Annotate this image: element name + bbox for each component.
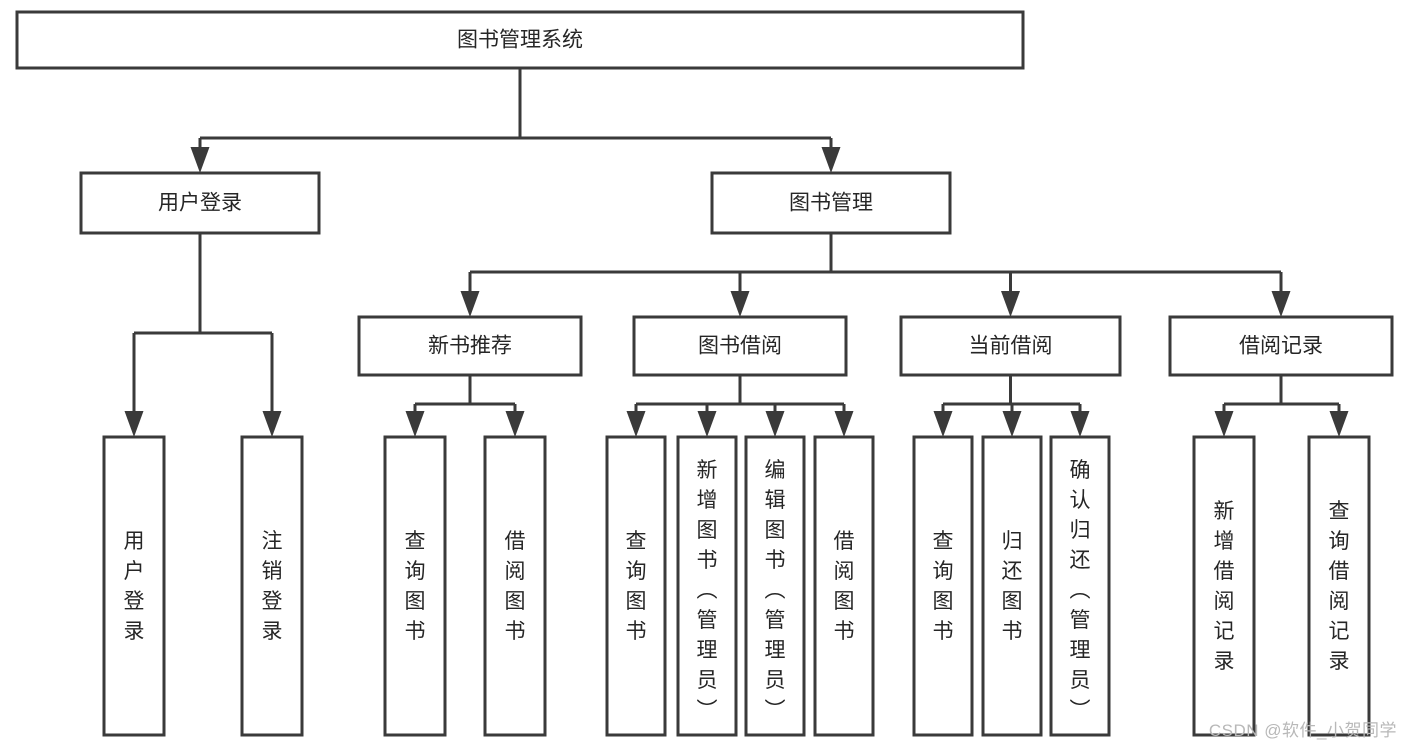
node-leaf-query-book-borrow[interactable]: 查询图书	[605, 435, 667, 737]
connector-group-user-login	[124, 233, 282, 437]
arrow-head-leaf-confirm-return-admin	[1070, 411, 1090, 437]
node-box-new-book-recommend	[357, 315, 583, 377]
arrow-head-leaf-query-book-borrow	[626, 411, 646, 437]
node-label-leaf-confirm-return-admin: 确认归还︵管理员︶	[1070, 459, 1091, 722]
arrow-head-leaf-query-book-recommend	[405, 411, 425, 437]
node-label-current-borrow: 当前借阅	[969, 335, 1053, 358]
node-box-leaf-add-book-admin	[676, 435, 738, 737]
arrow-head-leaf-add-book-admin	[697, 411, 717, 437]
connector-group-new-book-recommend	[405, 375, 525, 437]
node-label-leaf-edit-book-admin: 编辑图书︵管理员︶	[765, 459, 786, 722]
arrow-head-leaf-add-borrow-record	[1214, 411, 1234, 437]
node-leaf-edit-book-admin[interactable]: 编辑图书︵管理员︶	[744, 435, 806, 737]
connector-group-borrow-record	[1214, 375, 1349, 437]
node-leaf-add-borrow-record[interactable]: 新增借阅记录	[1192, 435, 1256, 737]
arrow-head-new-book-recommend	[460, 291, 480, 317]
node-root[interactable]: 图书管理系统	[15, 10, 1025, 70]
arrow-head-leaf-query-book-current	[933, 411, 953, 437]
node-box-leaf-user-login	[102, 435, 166, 737]
node-label-leaf-query-borrow-record: 查询借阅记录	[1329, 500, 1350, 673]
arrow-head-leaf-user-login	[124, 411, 144, 437]
node-box-leaf-user-logout	[240, 435, 304, 737]
node-leaf-user-login[interactable]: 用户登录	[102, 435, 166, 737]
arrow-head-leaf-query-borrow-record	[1329, 411, 1349, 437]
node-user-login[interactable]: 用户登录	[79, 171, 321, 235]
nodes-layer: 图书管理系统用户登录图书管理新书推荐图书借阅当前借阅借阅记录用户登录注销登录查询…	[15, 10, 1394, 737]
node-box-leaf-query-book-recommend	[383, 435, 447, 737]
node-label-leaf-return-book: 归还图书	[1002, 530, 1023, 643]
arrow-head-borrow-record	[1271, 291, 1291, 317]
connector-group-root	[190, 68, 841, 173]
node-label-leaf-user-login: 用户登录	[124, 530, 145, 643]
node-label-borrow-record: 借阅记录	[1239, 335, 1323, 358]
node-label-user-login: 用户登录	[158, 192, 242, 215]
node-box-user-login	[79, 171, 321, 235]
node-leaf-query-book-current[interactable]: 查询图书	[912, 435, 974, 737]
node-box-leaf-query-borrow-record	[1307, 435, 1371, 737]
node-leaf-borrow-book-borrow[interactable]: 借阅图书	[813, 435, 875, 737]
arrow-head-leaf-user-logout	[262, 411, 282, 437]
node-new-book-recommend[interactable]: 新书推荐	[357, 315, 583, 377]
node-label-leaf-query-book-current: 查询图书	[933, 530, 954, 643]
connector-group-book-manage	[460, 233, 1291, 317]
node-box-leaf-confirm-return-admin	[1049, 435, 1111, 737]
node-borrow-record[interactable]: 借阅记录	[1168, 315, 1394, 377]
node-box-leaf-borrow-book-recommend	[483, 435, 547, 737]
node-label-new-book-recommend: 新书推荐	[428, 335, 512, 358]
node-box-root	[15, 10, 1025, 70]
node-box-leaf-query-book-current	[912, 435, 974, 737]
node-label-book-manage: 图书管理	[789, 192, 873, 215]
node-box-leaf-return-book	[981, 435, 1043, 737]
arrow-head-leaf-borrow-book-borrow	[834, 411, 854, 437]
arrow-head-leaf-edit-book-admin	[765, 411, 785, 437]
node-leaf-query-book-recommend[interactable]: 查询图书	[383, 435, 447, 737]
node-leaf-add-book-admin[interactable]: 新增图书︵管理员︶	[676, 435, 738, 737]
arrow-head-user-login	[190, 147, 210, 173]
node-label-leaf-query-book-borrow: 查询图书	[626, 530, 647, 643]
node-label-root: 图书管理系统	[457, 29, 583, 52]
connector-group-current-borrow	[933, 375, 1090, 437]
arrow-head-current-borrow	[1001, 291, 1020, 317]
node-box-book-manage	[710, 171, 952, 235]
node-current-borrow[interactable]: 当前借阅	[899, 315, 1122, 377]
arrow-head-leaf-borrow-book-recommend	[505, 411, 525, 437]
node-label-leaf-borrow-book-borrow: 借阅图书	[834, 530, 855, 643]
arrow-head-book-manage	[821, 147, 841, 173]
node-leaf-borrow-book-recommend[interactable]: 借阅图书	[483, 435, 547, 737]
node-label-leaf-query-book-recommend: 查询图书	[405, 530, 426, 643]
connector-group-book-borrow	[626, 375, 854, 437]
node-label-leaf-add-borrow-record: 新增借阅记录	[1214, 500, 1235, 673]
node-box-current-borrow	[899, 315, 1122, 377]
node-label-leaf-add-book-admin: 新增图书︵管理员︶	[697, 459, 718, 722]
node-leaf-confirm-return-admin[interactable]: 确认归还︵管理员︶	[1049, 435, 1111, 737]
node-book-borrow[interactable]: 图书借阅	[632, 315, 848, 377]
node-book-manage[interactable]: 图书管理	[710, 171, 952, 235]
arrow-head-book-borrow	[730, 291, 750, 317]
node-label-leaf-borrow-book-recommend: 借阅图书	[505, 530, 526, 643]
node-box-leaf-add-borrow-record	[1192, 435, 1256, 737]
node-box-leaf-query-book-borrow	[605, 435, 667, 737]
node-box-leaf-borrow-book-borrow	[813, 435, 875, 737]
watermark-label: CSDN @软件_小贺同学	[1208, 721, 1397, 740]
node-box-leaf-edit-book-admin	[744, 435, 806, 737]
arrow-head-leaf-return-book	[1002, 411, 1022, 437]
node-leaf-query-borrow-record[interactable]: 查询借阅记录	[1307, 435, 1371, 737]
node-box-book-borrow	[632, 315, 848, 377]
node-label-leaf-user-logout: 注销登录	[262, 530, 283, 643]
node-box-borrow-record	[1168, 315, 1394, 377]
node-label-book-borrow: 图书借阅	[698, 335, 782, 358]
node-leaf-return-book[interactable]: 归还图书	[981, 435, 1043, 737]
connectors-layer	[124, 68, 1349, 437]
node-leaf-user-logout[interactable]: 注销登录	[240, 435, 304, 737]
